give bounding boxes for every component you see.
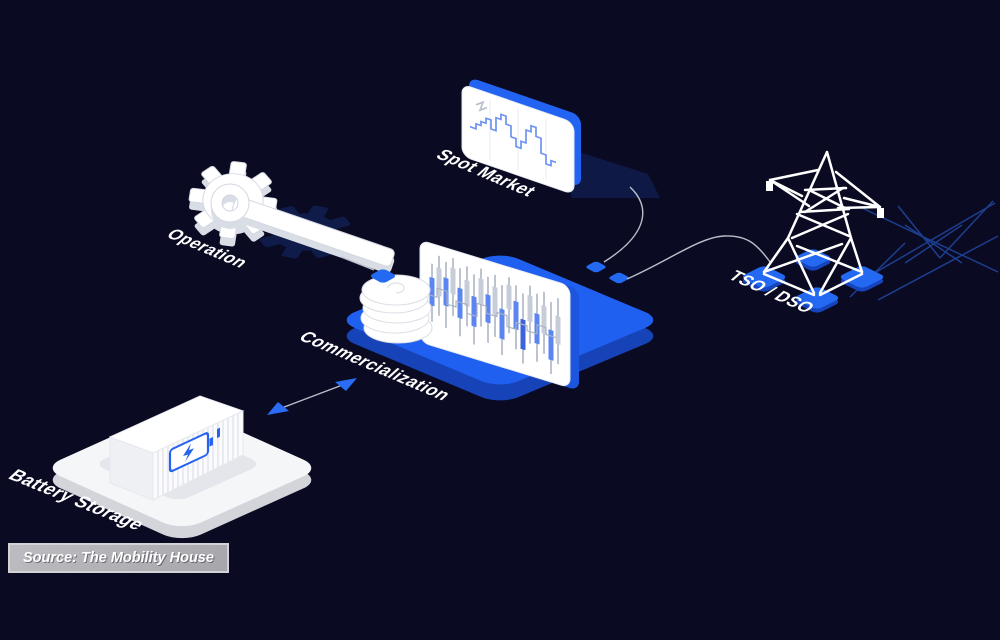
arrowhead-icon xyxy=(267,402,289,415)
spotmarket-commercialization-line xyxy=(603,186,644,263)
commercialization-tso-line xyxy=(626,235,771,280)
node-tile xyxy=(370,269,396,283)
candlestick-panel xyxy=(419,241,579,389)
operation-commercialization-line xyxy=(340,256,375,271)
transmission-tower-icon xyxy=(742,150,884,313)
node-tile xyxy=(586,261,606,273)
source-note: Source: The Mobility House xyxy=(8,543,229,573)
battery-charge-icon xyxy=(168,427,220,473)
gear-wrench-icon xyxy=(183,156,395,274)
arrowhead-icon xyxy=(335,378,357,391)
battery-commercialization-arrow xyxy=(267,378,357,415)
price-step-chart-icon xyxy=(470,113,556,167)
battery-storage-group xyxy=(52,395,312,539)
candlestick-chart-icon xyxy=(428,255,561,375)
zigzag-icon xyxy=(475,100,488,112)
coins-icon xyxy=(359,274,433,344)
spot-market-shadow xyxy=(560,146,660,198)
spot-market-panel xyxy=(461,79,581,193)
node-tile xyxy=(609,272,629,284)
